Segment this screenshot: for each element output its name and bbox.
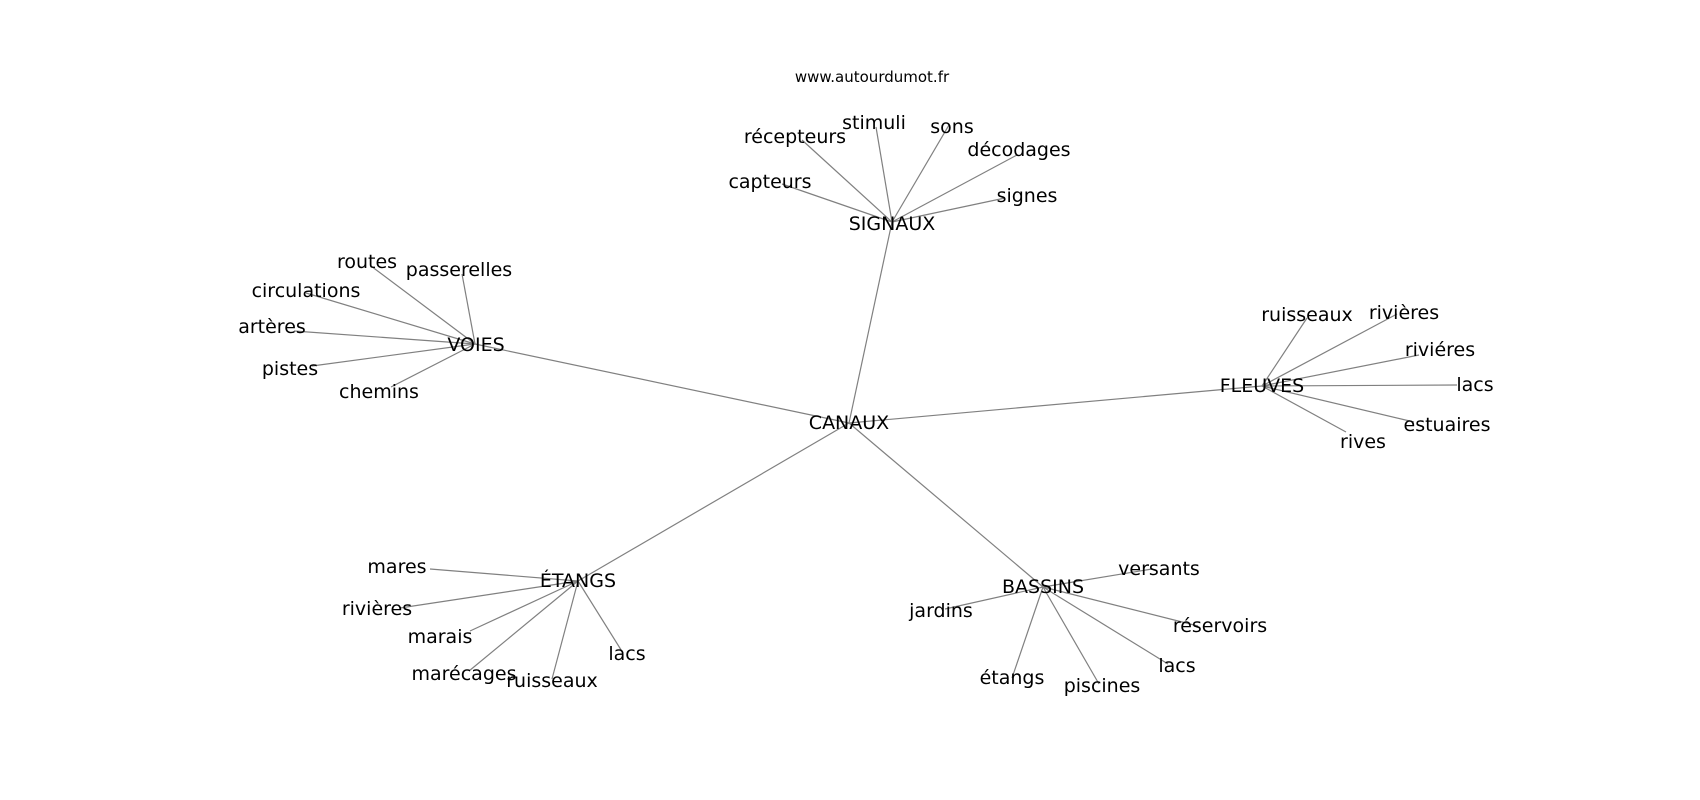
node-leaf[interactable]: ruisseaux	[506, 670, 598, 692]
node-leaf[interactable]: pistes	[262, 358, 318, 380]
node-leaf[interactable]: sons	[930, 116, 973, 138]
node-leaf[interactable]: piscines	[1064, 675, 1141, 697]
edge-fleuves-leaf	[1261, 317, 1308, 387]
edge-signaux-leaf	[801, 139, 893, 223]
node-leaf[interactable]: chemins	[339, 381, 419, 403]
edge-signaux-leaf	[875, 126, 893, 223]
edge-etangs-leaf	[429, 568, 579, 582]
edge-bassins-leaf	[1042, 586, 1169, 665]
node-leaf[interactable]: mares	[367, 556, 426, 578]
node-leaf[interactable]: récepteurs	[744, 126, 846, 148]
edge-etangs-leaf	[577, 580, 624, 654]
node-leaf[interactable]: artères	[238, 316, 306, 338]
edge-signaux-leaf	[781, 183, 893, 223]
edge-bassins-leaf	[1042, 586, 1199, 627]
edge-signaux-leaf	[891, 154, 1018, 223]
edge-voies-leaf	[461, 273, 476, 345]
edge-fleuves-leaf	[1261, 384, 1458, 387]
edge-etangs-leaf	[468, 580, 579, 672]
edge-canaux-bassins	[848, 422, 1044, 588]
edge-etangs-leaf	[399, 580, 579, 609]
edge-bassins-leaf	[1011, 586, 1044, 679]
node-hub-etangs[interactable]: ÉTANGS	[540, 569, 616, 592]
node-leaf[interactable]: lacs	[608, 643, 645, 665]
node-leaf[interactable]: marécages	[412, 663, 517, 685]
node-leaf[interactable]: versants	[1118, 558, 1200, 580]
node-hub-bassins[interactable]: BASSINS	[1002, 576, 1084, 598]
node-leaf[interactable]: routes	[337, 251, 397, 273]
node-leaf[interactable]: ruisseaux	[1261, 304, 1353, 326]
edge-bassins-leaf	[944, 586, 1044, 610]
edge-etangs-leaf	[469, 580, 579, 632]
node-hub-voies[interactable]: VOIES	[447, 334, 504, 356]
node-leaf[interactable]: circulations	[252, 280, 361, 302]
edge-fleuves-leaf	[1261, 385, 1415, 423]
edge-fleuves-leaf	[1261, 385, 1347, 433]
node-leaf[interactable]: stimuli	[842, 112, 906, 134]
node-leaf[interactable]: rives	[1340, 431, 1386, 453]
edge-signaux-leaf	[891, 124, 950, 223]
edge-canaux-signaux	[848, 221, 893, 424]
edge-fleuves-leaf	[1261, 313, 1398, 387]
edge-voies-leaf	[370, 265, 476, 345]
node-hub-signaux[interactable]: SIGNAUX	[849, 213, 936, 235]
node-leaf[interactable]: lacs	[1456, 374, 1493, 396]
node-leaf[interactable]: riviéres	[1405, 339, 1475, 361]
edge-etangs-leaf	[551, 580, 579, 680]
edge-voies-leaf	[311, 343, 476, 367]
edge-voies-leaf	[293, 330, 476, 345]
node-hub-fleuves[interactable]: FLEUVES	[1220, 375, 1305, 397]
node-leaf[interactable]: décodages	[967, 139, 1070, 161]
node-leaf[interactable]: passerelles	[406, 259, 512, 281]
source-url[interactable]: www.autourdumot.fr	[795, 68, 950, 86]
node-leaf[interactable]: marais	[408, 626, 473, 648]
edges-layer	[293, 124, 1458, 685]
edge-bassins-leaf	[1042, 568, 1153, 588]
node-leaf[interactable]: estuaires	[1404, 414, 1491, 436]
edge-bassins-leaf	[1042, 586, 1100, 685]
node-leaf[interactable]: rivières	[342, 598, 412, 620]
node-center[interactable]: CANAUX	[809, 412, 889, 434]
edge-canaux-voies	[474, 343, 850, 424]
node-leaf[interactable]: jardins	[908, 600, 973, 622]
node-leaf[interactable]: signes	[997, 185, 1058, 207]
edge-signaux-leaf	[891, 197, 1006, 223]
node-leaf[interactable]: capteurs	[728, 171, 811, 193]
edge-voies-leaf	[390, 343, 476, 388]
node-leaf[interactable]: rivières	[1369, 302, 1439, 324]
edge-voies-leaf	[305, 292, 476, 345]
node-leaf[interactable]: étangs	[980, 667, 1045, 689]
edge-canaux-etangs	[577, 422, 850, 582]
node-leaf[interactable]: réservoirs	[1173, 615, 1267, 637]
node-leaf[interactable]: lacs	[1158, 655, 1195, 677]
edge-fleuves-leaf	[1261, 354, 1420, 387]
edge-canaux-fleuves	[848, 385, 1263, 424]
